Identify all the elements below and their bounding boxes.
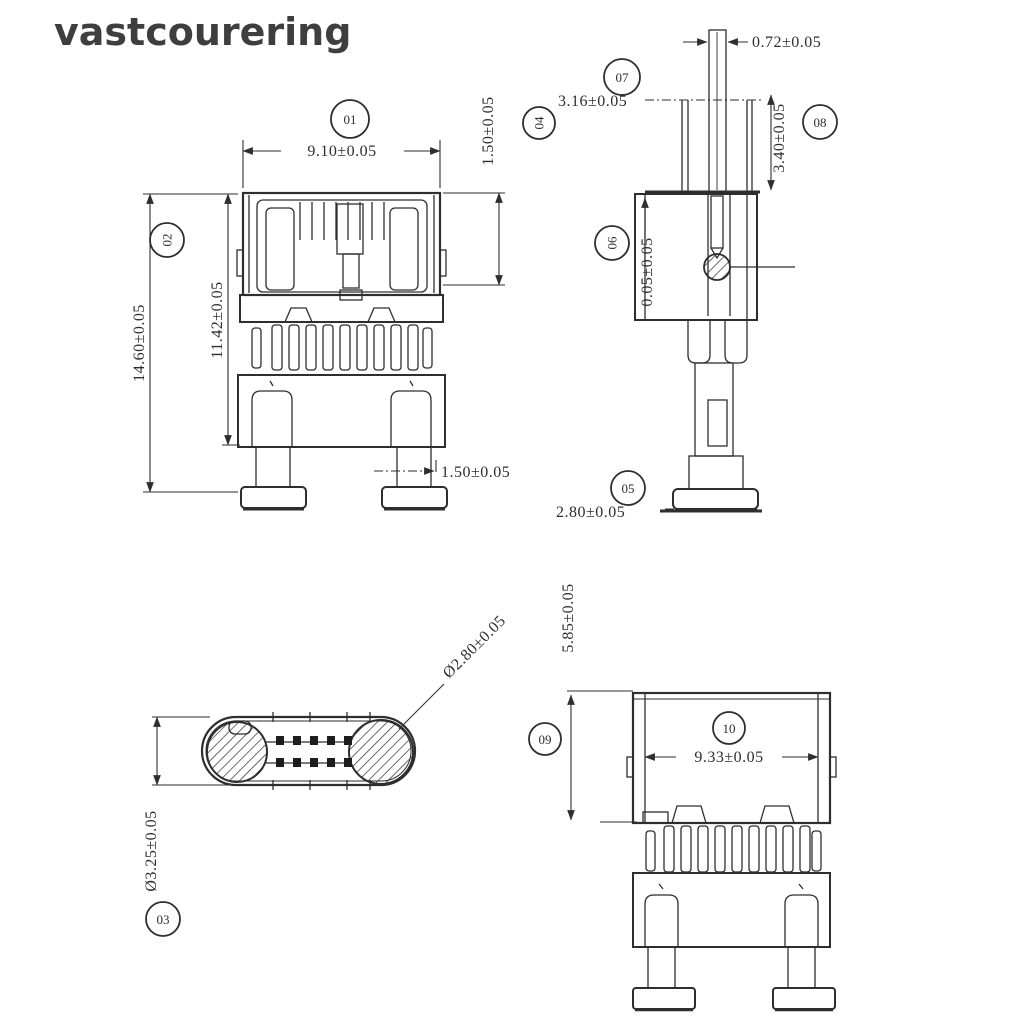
balloon-05: 05: [610, 470, 646, 506]
side-offset-dim-label: 0.05±0.05: [639, 237, 656, 306]
balloon-03-label: 03: [157, 912, 170, 927]
balloon-03: 03: [145, 901, 181, 937]
balloon-10: 10: [712, 711, 746, 745]
balloon-06-label: 06: [605, 236, 620, 250]
front-height-dim-label: 14.60±0.05: [131, 304, 148, 382]
bottom-dimension-lines: [152, 683, 445, 786]
balloon-04: 04: [522, 106, 556, 140]
bottom-body-dia-dim-label: Ø3.25±0.05: [143, 810, 160, 891]
side-pin-width-dim-label: 0.72±0.05: [752, 34, 821, 51]
side-mounting-post: [660, 362, 762, 513]
side-depth-dim-label: 3.40±0.05: [771, 103, 788, 172]
balloon-07: 07: [603, 58, 641, 96]
rear-width-dim-label: 9.33±0.05: [694, 749, 763, 766]
side-shoulder-dim-label: 3.16±0.05: [558, 93, 627, 110]
watermark-text: vastcourering: [54, 10, 352, 54]
bottom-pin-pads: [276, 736, 352, 767]
balloon-01-label: 01: [344, 112, 357, 127]
side-pin: [708, 29, 727, 193]
bottom-body: [200, 712, 417, 790]
side-foot-width-dim-label: 2.80±0.05: [556, 504, 625, 521]
rear-view: 9.33±0.05 5.85±0.05 10 09: [528, 583, 837, 1012]
rear-lower-body: [632, 872, 831, 948]
front-mounting-posts: [240, 446, 448, 511]
front-top-right-dim-label: 1.50±0.05: [480, 96, 497, 165]
front-lower-body: [237, 374, 446, 448]
balloon-05-label: 05: [622, 481, 635, 496]
rivet-hole: [703, 253, 731, 281]
balloon-01: 01: [330, 99, 370, 139]
bottom-hole-dia-dim-label: Ø2.80±0.05: [440, 612, 510, 682]
balloon-08: 08: [802, 104, 838, 140]
front-inner-height-dim-label: 11.42±0.05: [209, 281, 226, 358]
front-cavity: [256, 199, 428, 301]
front-width-dim-label: 9.10±0.05: [307, 143, 376, 160]
front-contact-comb: [251, 324, 433, 371]
balloon-10-label: 10: [723, 721, 736, 736]
bottom-view: Ø2.80±0.05 Ø3.25±0.05 03: [143, 612, 510, 937]
rear-mounting-posts: [632, 946, 836, 1012]
balloon-09-label: 09: [539, 732, 552, 747]
balloon-09: 09: [528, 722, 562, 756]
balloon-04-label: 04: [532, 116, 547, 130]
side-housing: [634, 100, 795, 364]
balloon-08-label: 08: [814, 115, 827, 130]
front-view: 9.10±0.05 14.60±0.05 11.42±0.05 1.50±0.0…: [131, 96, 556, 511]
balloon-02: 02: [149, 222, 185, 258]
balloon-06: 06: [594, 225, 630, 261]
rear-height-dim-label: 5.85±0.05: [560, 583, 577, 652]
balloon-07-label: 07: [616, 70, 630, 85]
mounting-hole-left: [206, 721, 268, 783]
front-foot-dim-label: 1.50±0.05: [441, 464, 510, 481]
balloon-02-label: 02: [160, 234, 175, 247]
front-housing: [236, 191, 447, 323]
rear-contact-comb: [633, 822, 830, 873]
side-view: 0.72±0.05 3.16±0.05 3.40±0.05 0.05±0.05 …: [556, 29, 838, 521]
side-dimension-lines: [641, 38, 775, 510]
mounting-hole-right: [348, 719, 414, 785]
rear-dimension-lines: [567, 690, 819, 823]
